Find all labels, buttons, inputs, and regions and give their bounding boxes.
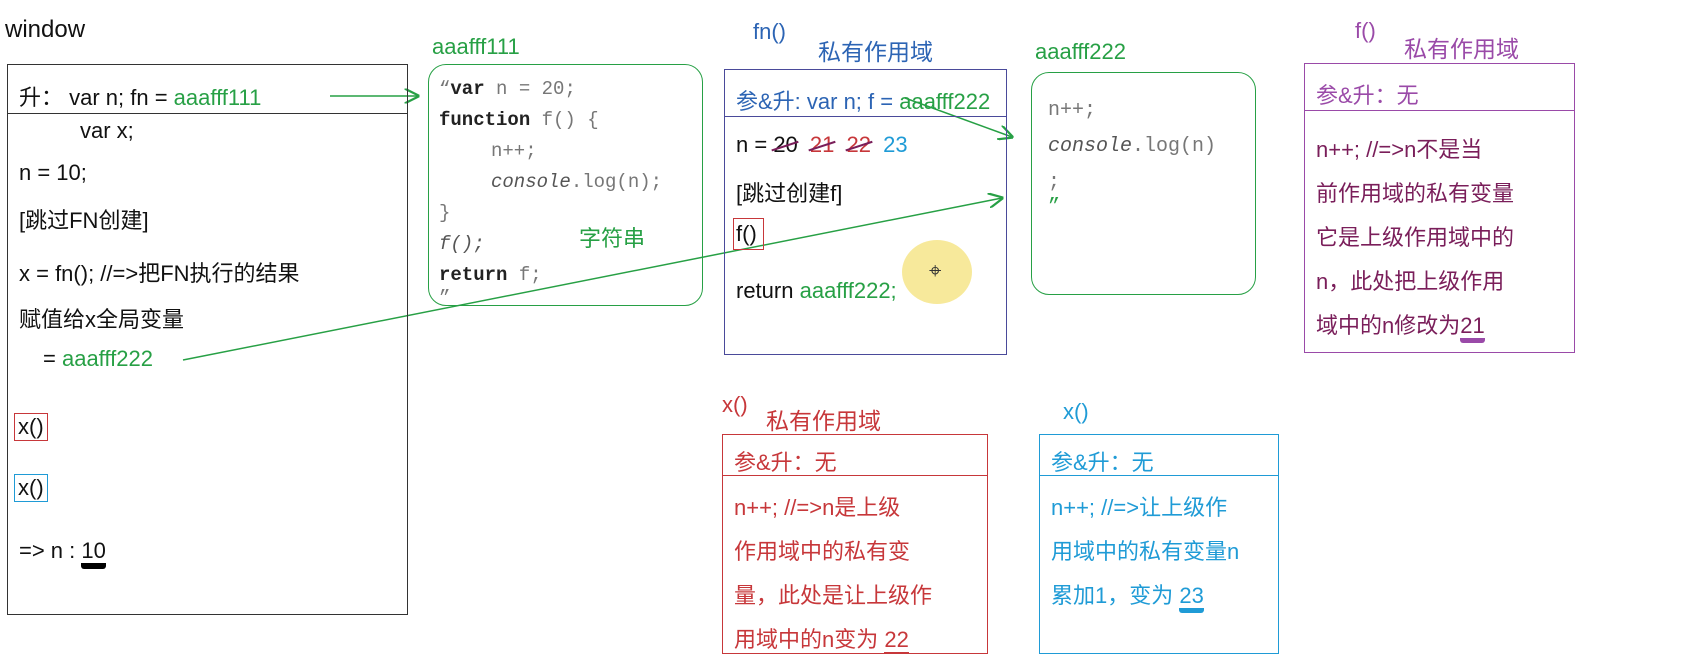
x-red-scope-body-line4: 用域中的n变为 22: [734, 627, 909, 654]
fn-scope-n-current: 23: [883, 132, 908, 157]
arrow-x-to-heap222: [182, 198, 1002, 361]
global-x-call: x = fn(); //=>把FN执行的结果: [19, 261, 300, 286]
f-scope-body-line4: n，此处把上级作用: [1316, 269, 1505, 294]
x-red-scope-name: x(): [722, 392, 748, 417]
cursor-crosshair-icon: ⌖: [929, 258, 942, 283]
global-n-result: => n : 10: [19, 538, 106, 569]
fn-scope-header: 参&升: var n; f = aaafff222: [736, 84, 990, 116]
x-red-scope-body-line1: n++; //=>n是上级: [734, 495, 901, 520]
x-red-scope-title: 私有作用域: [766, 408, 881, 434]
f-scope-title: 私有作用域: [1404, 36, 1519, 62]
f-scope-value: 21: [1460, 313, 1485, 343]
f-scope-divider: [1305, 110, 1574, 111]
heap222-line1: n++;: [1048, 99, 1097, 122]
fn-scope-f-call: f(): [733, 218, 764, 250]
heap111-label: aaafff111: [432, 34, 520, 59]
f-scope-body: n++; //=>n不是当 前作用域的私有变量 它是上级作用域中的 n，此处把上…: [1316, 128, 1514, 348]
x-red-scope-value: 22: [884, 627, 909, 654]
arrow-f-to-heap222: [904, 97, 1012, 137]
heap222-box: [1031, 72, 1256, 295]
global-hoist-text: 升： var n; fn =: [19, 85, 174, 110]
arrows-layer: [182, 0, 1700, 361]
f-scope-body-line5: 域中的n修改为21: [1316, 304, 1514, 348]
heap222-line2: console.log(n): [1048, 135, 1217, 158]
fn-scope-n-old-1: 20: [773, 132, 798, 157]
f-scope-body-line3: 它是上级作用域中的: [1316, 225, 1515, 250]
fn-scope-n-old-3: 22: [846, 132, 872, 157]
x-blue-scope-body-line3: 累加1，变为 23: [1051, 574, 1239, 618]
global-x-call-2: 赋值给x全局变量: [19, 307, 185, 332]
heap111-line2: function f() {: [439, 109, 599, 131]
fn-scope-return: return aaafff222;: [736, 278, 897, 304]
global-var-x: var x;: [80, 118, 134, 143]
heap222-label: aaafff222: [1035, 39, 1126, 64]
global-scope-divider: [8, 113, 407, 114]
x-blue-scope-body: n++; //=>让上级作 用域中的私有变量n 累加1，变为 23: [1051, 486, 1239, 618]
fn-scope-skip-f: [跳过创建f]: [736, 181, 843, 206]
f-scope-body-line1: n++; //=>n不是当: [1316, 137, 1483, 162]
f-scope-header: 参&升：无: [1316, 83, 1419, 108]
x-red-scope-body-line3: 量，此处是让上级作: [734, 583, 933, 608]
window-title: window: [5, 16, 86, 43]
fn-scope-box: [724, 69, 1007, 355]
x-red-scope-body-line2: 作用域中的私有变: [734, 539, 911, 564]
heap111-string-tag: 字符串: [579, 226, 646, 251]
global-x-addr: aaafff222: [61, 346, 153, 371]
fn-scope-return-kw: return: [736, 278, 800, 303]
heap222-code: n++; console.log(n) ; ”: [1048, 93, 1217, 219]
global-skip-fn: [跳过FN创建]: [19, 208, 149, 233]
global-hoist-addr: aaafff111: [173, 85, 262, 110]
global-x-value: = aaafff222: [43, 346, 153, 372]
x-red-scope-header: 参&升：无: [734, 450, 837, 475]
f-scope-name: f(): [1355, 18, 1376, 43]
x-blue-scope-body-line2: 用域中的私有变量n: [1051, 539, 1240, 564]
x-blue-scope-header: 参&升：无: [1051, 450, 1154, 475]
heap111-line6: f();: [439, 233, 485, 255]
heap111-line4: console.log(n);: [491, 171, 663, 193]
heap111-line8: ”: [439, 287, 451, 309]
x-blue-scope-divider: [1040, 475, 1278, 476]
x-red-scope-divider: [723, 475, 987, 476]
heap111-line1: “var n = 20;: [439, 78, 576, 100]
fn-scope-header-addr: aaafff222: [899, 89, 991, 114]
fn-scope-title: 私有作用域: [818, 39, 933, 65]
x-blue-scope-value: 23: [1179, 583, 1204, 613]
fn-scope-divider: [725, 116, 1006, 117]
heap111-line7: return f;: [439, 264, 542, 286]
cursor-highlight: [902, 240, 972, 304]
fn-scope-n-prefix: n =: [736, 132, 774, 157]
x-blue-scope-body-line1: n++; //=>让上级作: [1051, 495, 1228, 520]
x-blue-scope-name: x(): [1063, 399, 1089, 424]
heap222-line3: ;: [1048, 171, 1061, 194]
global-x-call-blue: x(): [14, 474, 48, 502]
heap111-code: “var n = 20; function f() { n++; console…: [439, 74, 663, 309]
fn-scope-name: fn(): [753, 19, 786, 44]
heap111-box: [428, 64, 703, 306]
heap111-line3: n++;: [491, 140, 537, 162]
heap222-line4: ”: [1048, 196, 1061, 219]
x-red-scope-body: n++; //=>n是上级 作用域中的私有变 量，此处是让上级作 用域中的n变为…: [734, 486, 932, 662]
heap111-line5: }: [439, 202, 451, 224]
fn-scope-n-old-2: 21: [809, 132, 835, 157]
global-n-result-prefix: => n :: [19, 538, 82, 563]
fn-scope-header-text: 参&升: var n; f =: [736, 89, 900, 114]
global-n-assign: n = 10;: [19, 160, 87, 185]
global-hoist-line: 升： var n; fn = aaafff111: [19, 80, 261, 112]
global-x-eq: =: [43, 346, 62, 371]
f-scope-body-line2: 前作用域的私有变量: [1316, 181, 1515, 206]
fn-scope-return-addr: aaafff222;: [799, 278, 897, 303]
f-scope-box: [1304, 63, 1575, 353]
global-n-result-value: 10: [81, 538, 106, 569]
global-x-call-red: x(): [14, 413, 48, 441]
fn-scope-n-line: n = 20 21 22 23: [736, 132, 908, 158]
global-scope-box: [7, 64, 408, 615]
